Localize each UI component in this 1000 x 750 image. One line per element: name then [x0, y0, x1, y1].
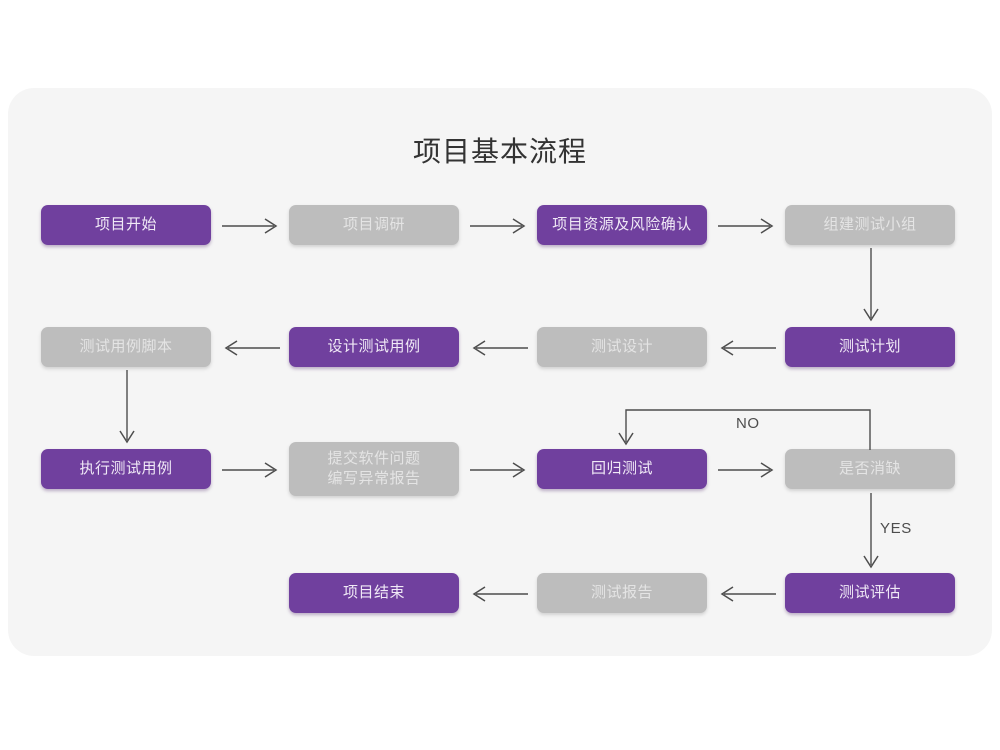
edge-label-yes: YES: [880, 520, 912, 537]
edge-label-no: NO: [736, 415, 760, 432]
node-test-report[interactable]: 测试报告: [537, 573, 707, 613]
node-test-evaluation[interactable]: 测试评估: [785, 573, 955, 613]
node-resource-risk-confirm[interactable]: 项目资源及风险确认: [537, 205, 707, 245]
node-test-plan[interactable]: 测试计划: [785, 327, 955, 367]
loop-no-decision-to-regression: [618, 409, 871, 450]
node-test-design[interactable]: 测试设计: [537, 327, 707, 367]
page-title: 项目基本流程: [412, 136, 587, 167]
node-test-case-script[interactable]: 测试用例脚本: [41, 327, 211, 367]
flowchart-card: 项目基本流程 项目开始 项目调研 项目资源及风险确认 组建测试小组 测试用例脚本…: [8, 88, 992, 656]
arrow-script-to-execute: [119, 370, 135, 444]
node-project-research[interactable]: 项目调研: [289, 205, 459, 245]
arrow-report-to-end: [472, 586, 528, 602]
arrow-team-to-plan: [863, 248, 879, 322]
arrow-defect-to-regression: [470, 462, 526, 478]
arrow-execute-to-defect: [222, 462, 278, 478]
node-project-end[interactable]: 项目结束: [289, 573, 459, 613]
node-submit-defect-report[interactable]: 提交软件问题 编写异常报告: [289, 442, 459, 496]
node-project-start[interactable]: 项目开始: [41, 205, 211, 245]
arrow-risk-to-team: [718, 218, 774, 234]
arrow-regression-to-decision: [718, 462, 774, 478]
arrow-plan-to-design: [720, 340, 776, 356]
arrow-research-to-risk: [470, 218, 526, 234]
arrow-case-to-script: [224, 340, 280, 356]
node-defect-resolved-decision[interactable]: 是否消缺: [785, 449, 955, 489]
arrow-start-to-research: [222, 218, 278, 234]
arrow-evaluation-to-report: [720, 586, 776, 602]
node-design-test-case[interactable]: 设计测试用例: [289, 327, 459, 367]
arrow-yes-decision-to-evaluation: [863, 493, 879, 569]
arrow-design-to-case: [472, 340, 528, 356]
node-execute-test-case[interactable]: 执行测试用例: [41, 449, 211, 489]
node-regression-test[interactable]: 回归测试: [537, 449, 707, 489]
node-build-test-team[interactable]: 组建测试小组: [785, 205, 955, 245]
